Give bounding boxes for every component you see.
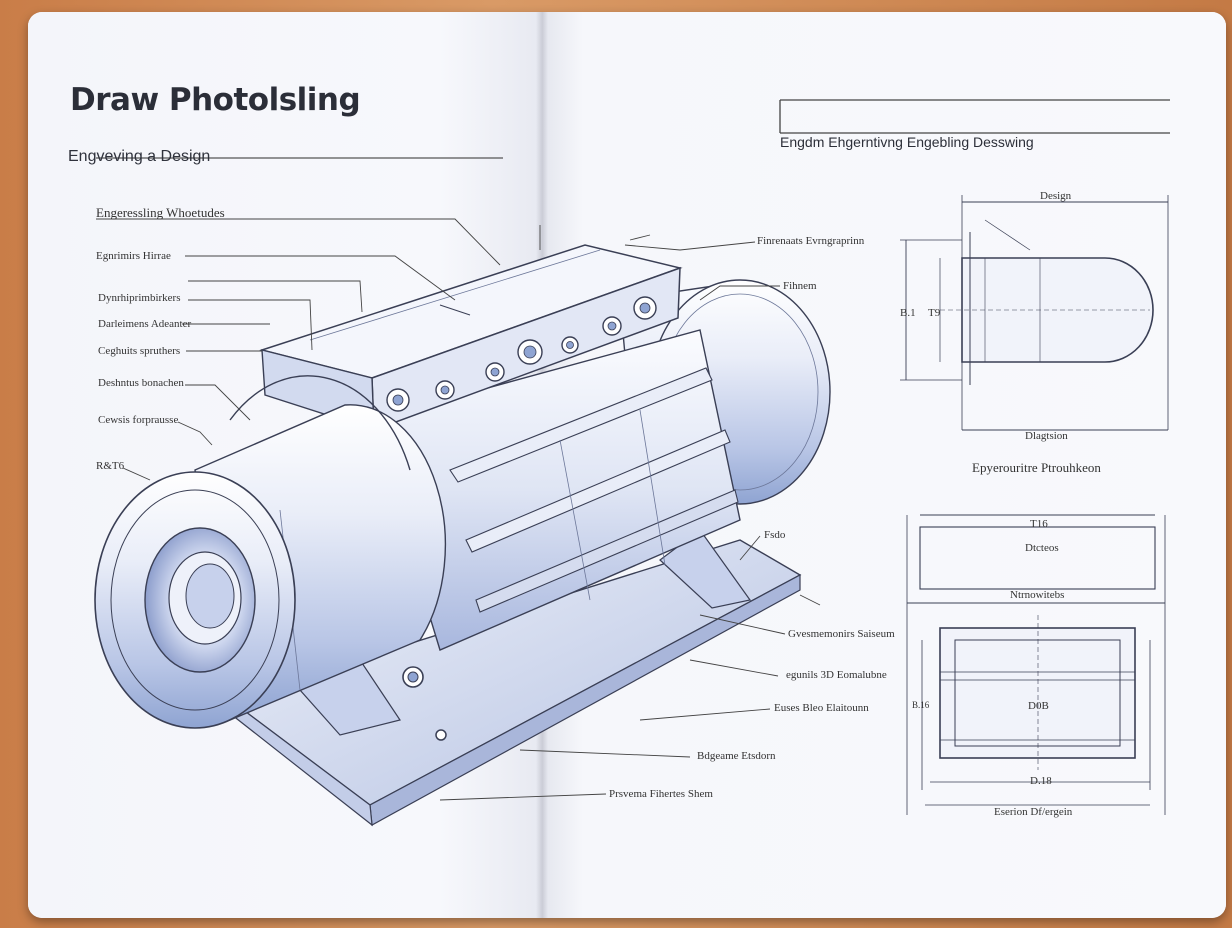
callout-left-5: Deshntus bonachen bbox=[98, 377, 184, 389]
front-view-mid-label: Ntrnowitebs bbox=[1010, 589, 1065, 601]
page-subtitle: Engveving a Design bbox=[68, 148, 211, 165]
side-view-dim-inner: T9 bbox=[928, 307, 941, 319]
front-view-dim-top: T16 bbox=[1030, 518, 1048, 530]
callout-right-5: egunils 3D Eomalubne bbox=[786, 669, 887, 681]
callout-right-4: Gvesmemonirs Saiseum bbox=[788, 628, 895, 640]
callout-right-6: Euses Bleo Elaitounn bbox=[774, 702, 869, 714]
machine-base bbox=[228, 529, 802, 827]
callout-left-1: Egnrimirs Hirrae bbox=[96, 250, 171, 262]
front-view-dim-bottom: D.18 bbox=[1030, 775, 1052, 787]
front-cylinder bbox=[94, 375, 447, 729]
callout-right-2: Fihnem bbox=[783, 280, 817, 292]
callout-right-3: Fsdo bbox=[764, 529, 786, 541]
callout-left-4: Ceghuits spruthers bbox=[98, 345, 181, 357]
side-view-top-label: Design bbox=[1040, 190, 1072, 202]
callout-left-6: Cewsis forprausse bbox=[98, 414, 179, 426]
side-view-drawing bbox=[900, 195, 1169, 431]
callout-left-2: Dynrhiprimbirkers bbox=[98, 292, 181, 304]
front-view-caption: Eserion Df/ergein bbox=[994, 806, 1073, 818]
callout-right-7: Bdgeame Etsdorn bbox=[697, 750, 776, 762]
front-view-drawing bbox=[906, 514, 1166, 815]
right-leader-lines bbox=[439, 225, 821, 801]
callout-left-7: R&T6 bbox=[96, 460, 125, 472]
front-view-dim-side: B.16 bbox=[912, 700, 930, 710]
callout-left-3: Darleimens Adeanter bbox=[98, 318, 192, 330]
callout-right-8: Prsvema Fihertes Shem bbox=[609, 788, 713, 800]
front-view-inner-label: Dtcteos bbox=[1025, 542, 1059, 554]
side-view-dim-left: B.1 bbox=[900, 307, 916, 319]
left-leader-lines bbox=[122, 218, 501, 481]
right-page-header: Engdm Ehgerntivng Engebling Desswing bbox=[780, 134, 1034, 150]
side-view-bottom-label: Dlagtsion bbox=[1025, 430, 1068, 442]
page-title: Draw Photolsling bbox=[70, 82, 361, 118]
side-view-caption: Epyerouritre Ptrouhkeon bbox=[972, 460, 1101, 475]
motor-housing bbox=[369, 329, 741, 688]
callout-right-1: Finrenaats Evrngraprinn bbox=[757, 235, 865, 247]
front-view-center-label: D0B bbox=[1028, 700, 1049, 712]
section-heading: Engeressling Whoetudes bbox=[96, 205, 225, 220]
